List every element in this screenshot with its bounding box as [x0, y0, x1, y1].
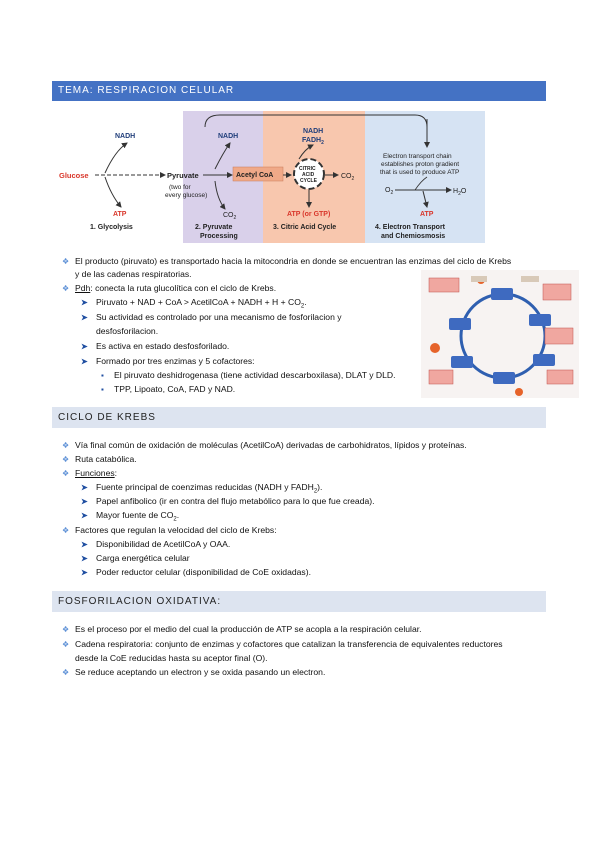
citric-acid-cycle-icon: [293, 158, 325, 190]
bullet-diamond: ❖: [62, 469, 70, 478]
o2-label: O2: [385, 187, 393, 196]
step1-label: 1. Glycolysis: [90, 224, 133, 231]
sec1-s2: TPP, Lipoato, CoA, FAD y NAD.: [114, 384, 236, 394]
bullet-diamond: ❖: [62, 455, 70, 464]
sec2-p1: Vía final común de oxidación de molécula…: [75, 440, 467, 450]
etc-line1: Electron transport chain: [383, 153, 452, 160]
sec2-r3: Poder reductor celular (disponibilidad d…: [96, 567, 311, 577]
sec3-p2a: Cadena respiratoria: conjunto de enzimas…: [75, 639, 503, 649]
bullet-arrow: ➤: [81, 357, 88, 366]
cellular-respiration-diagram: NADH NADH NADH FADH2 Glucose Pyruvate (t…: [55, 111, 485, 243]
cycle-cycle: CYCLE: [300, 178, 318, 184]
krebs-heading: CICLO DE KREBS: [52, 407, 546, 428]
bullet-diamond: ❖: [62, 257, 70, 266]
bullet-arrow: ➤: [81, 554, 88, 563]
fadh2-label: FADH2: [302, 137, 324, 146]
cycle-citric: CITRIC: [299, 166, 316, 172]
h2o-label: H2O: [453, 188, 467, 197]
co2-pyruvate-label: CO2: [223, 212, 237, 221]
pdh-label: Pdh: [75, 283, 91, 293]
bullet-arrow: ➤: [81, 511, 88, 520]
sec2-p3: Funciones:: [75, 468, 118, 478]
sec3-p3: Se reduce aceptando un electron y se oxi…: [75, 667, 326, 677]
bullet-arrow: ➤: [81, 540, 88, 549]
main-heading: TEMA: RESPIRACION CELULAR: [52, 81, 546, 101]
bullet-arrow: ➤: [81, 497, 88, 506]
cycle-acid: ACID: [302, 172, 315, 178]
every-glucose-label: every glucose): [165, 192, 207, 199]
bullet-arrow: ➤: [81, 313, 88, 322]
sec2-f3: Mayor fuente de CO2.: [96, 510, 180, 523]
atp-glycolysis-label: ATP: [113, 211, 127, 218]
bullet-diamond: ❖: [62, 625, 70, 634]
sec1-s1: El piruvato deshidrogenasa (tiene activi…: [114, 370, 396, 380]
sec3-p2b: desde la CoE reducidas hasta su aceptor …: [75, 653, 268, 663]
sec1-a3: Es activa en estado desfosforilado.: [96, 341, 230, 351]
sec2-r2: Carga energética celular: [96, 553, 190, 563]
funciones-label: Funciones: [75, 468, 115, 478]
bullet-arrow: ➤: [81, 298, 88, 307]
sec1-a2a: Su actividad es controlado por una mecan…: [96, 312, 342, 322]
sec1-a1: Piruvato + NAD + CoA > AcetilCoA + NADH …: [96, 297, 307, 310]
sec2-r1: Disponibilidad de AcetilCoA y OAA.: [96, 539, 231, 549]
co2-citric-label: CO2: [341, 173, 355, 182]
bullet-diamond: ❖: [62, 441, 70, 450]
bullet-arrow: ➤: [81, 483, 88, 492]
bullet-square: ▪: [101, 385, 104, 394]
sec2-p2: Ruta catabólica.: [75, 454, 137, 464]
fosforilacion-heading: FOSFORILACION OXIDATIVA:: [52, 591, 546, 612]
etc-line3: that is used to produce ATP: [380, 169, 459, 176]
sec2-p4: Factores que regulan la velocidad del ci…: [75, 525, 277, 535]
sec1-a4: Formado por tres enzimas y 5 cofactores:: [96, 356, 255, 366]
sec1-pdh: Pdh: conecta la ruta glucolítica con el …: [75, 283, 276, 294]
acetyl-coa-label: Acetyl CoA: [236, 172, 273, 179]
bullet-diamond: ❖: [62, 668, 70, 677]
bullet-square: ▪: [101, 371, 104, 380]
krebs-cycle-figure: [421, 270, 579, 398]
step2a-label: 2. Pyruvate: [195, 224, 232, 231]
atp-etc-label: ATP: [420, 211, 434, 218]
sec2-f1: Fuente principal de coenzimas reducidas …: [96, 482, 323, 495]
bullet-diamond: ❖: [62, 640, 70, 649]
etc-line2: establishes proton gradient: [381, 161, 459, 168]
bullet-diamond: ❖: [62, 284, 70, 293]
sec3-p1: Es el proceso por el medio del cual la p…: [75, 624, 422, 634]
two-for-label: (two for: [169, 184, 192, 191]
nadh-glycolysis-label: NADH: [115, 133, 135, 140]
bullet-arrow: ➤: [81, 568, 88, 577]
sec1-a2b: desfosforilacion.: [96, 326, 159, 336]
nadh-citric-label: NADH: [303, 128, 323, 135]
etc-region: [365, 111, 485, 243]
step4a-label: 4. Electron Transport: [375, 224, 446, 231]
bullet-arrow: ➤: [81, 342, 88, 351]
sec2-f2: Papel anfibolico (ir en contra del flujo…: [96, 496, 375, 506]
nadh-pyruvate-label: NADH: [218, 133, 238, 140]
bullet-diamond: ❖: [62, 526, 70, 535]
step2b-label: Processing: [200, 233, 238, 240]
step3-label: 3. Citric Acid Cycle: [273, 224, 336, 231]
sec1-p1a: El producto (piruvato) es transportado h…: [75, 256, 512, 266]
pdh-text: : conecta la ruta glucolítica con el cic…: [90, 283, 277, 293]
step4b-label: and Chemiosmosis: [381, 233, 445, 240]
pyruvate-label: Pyruvate: [167, 171, 199, 180]
sec1-p1b: y de las cadenas respiratorias.: [75, 269, 192, 279]
atp-gtp-label: ATP (or GTP): [287, 211, 330, 218]
acetyl-coa-box: [232, 166, 284, 182]
glucose-label: Glucose: [59, 171, 89, 180]
